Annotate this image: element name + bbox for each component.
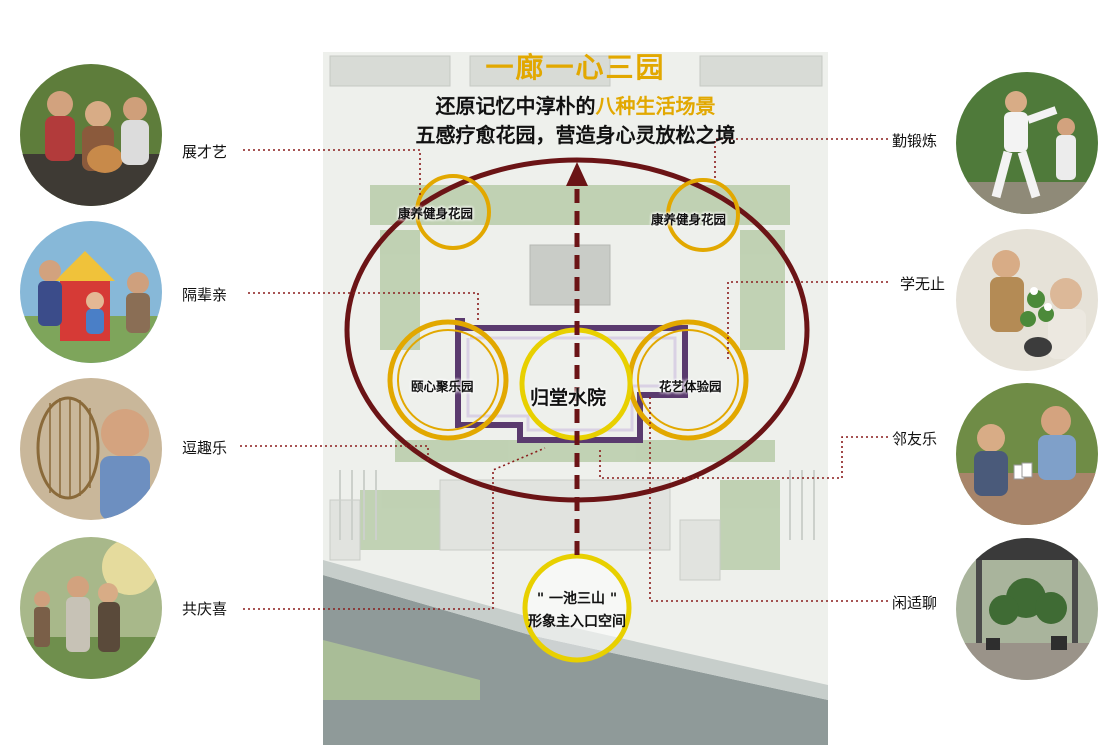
photo-grandparents-playground [20,221,162,363]
entrance-label-line2: 形象主入口空间 [528,614,626,630]
activity-label-right-4: 闲适聊 [892,594,938,612]
flower-garden-ring-inner [637,329,739,431]
fitness-left-ring [415,174,491,250]
joy-garden-ring [387,319,509,441]
fitness-right-ring [666,178,740,252]
central-building [529,244,611,306]
photo-elder-with-birdcage [20,378,162,520]
photo-elders-playing-cards [956,383,1098,525]
parking-stripes [339,470,815,540]
flower-garden-label: 花艺体验园 [659,379,722,394]
diagram-subtitle: 还原记忆中淳朴的八种生活场景 [323,90,828,119]
activity-label-left-1: 展才艺 [182,143,228,161]
green-areas [360,185,790,570]
bottom-green [323,640,480,700]
photo-elders-dancing [20,537,162,679]
subtitle-highlight: 八种生活场景 [595,94,716,118]
activity-label-left-3: 逗趣乐 [182,439,228,457]
activity-label-left-4: 共庆喜 [182,600,228,618]
photo-elders-flower-arranging [956,229,1098,371]
core-garden-label: 归堂水院 [530,387,607,409]
fitness-garden-left-label: 康养健身花园 [398,206,474,221]
joy-garden-label: 颐心聚乐园 [411,379,474,394]
subtitle-prefix: 还原记忆中淳朴的 [435,94,596,118]
lower-buildings [329,479,721,581]
entrance-ring [522,553,632,663]
photo-elders-tai-chi [956,72,1098,214]
activity-label-right-3: 邻友乐 [892,430,938,448]
joy-garden-ring-inner [397,329,499,431]
activity-label-right-2: 学无止 [900,275,946,293]
fitness-garden-right-label: 康养健身花园 [651,212,727,227]
top-buildings [329,55,823,87]
photo-elders-playing-instruments [20,64,162,206]
corridor-path-inner [466,336,677,432]
axis-arrowhead [566,162,588,186]
activity-label-left-2: 隔辈亲 [182,286,228,304]
activity-label-right-1: 勤锻炼 [892,132,938,150]
photo-courtyard-pavilion [956,538,1098,680]
leader-lines [240,138,888,610]
entrance-label-line1: " 一池三山 " [536,591,618,607]
diagram-title: 一廊一心三园 [485,51,666,84]
diagram-tagline: 五感疗愈花园，营造身心灵放松之境 [415,123,736,147]
